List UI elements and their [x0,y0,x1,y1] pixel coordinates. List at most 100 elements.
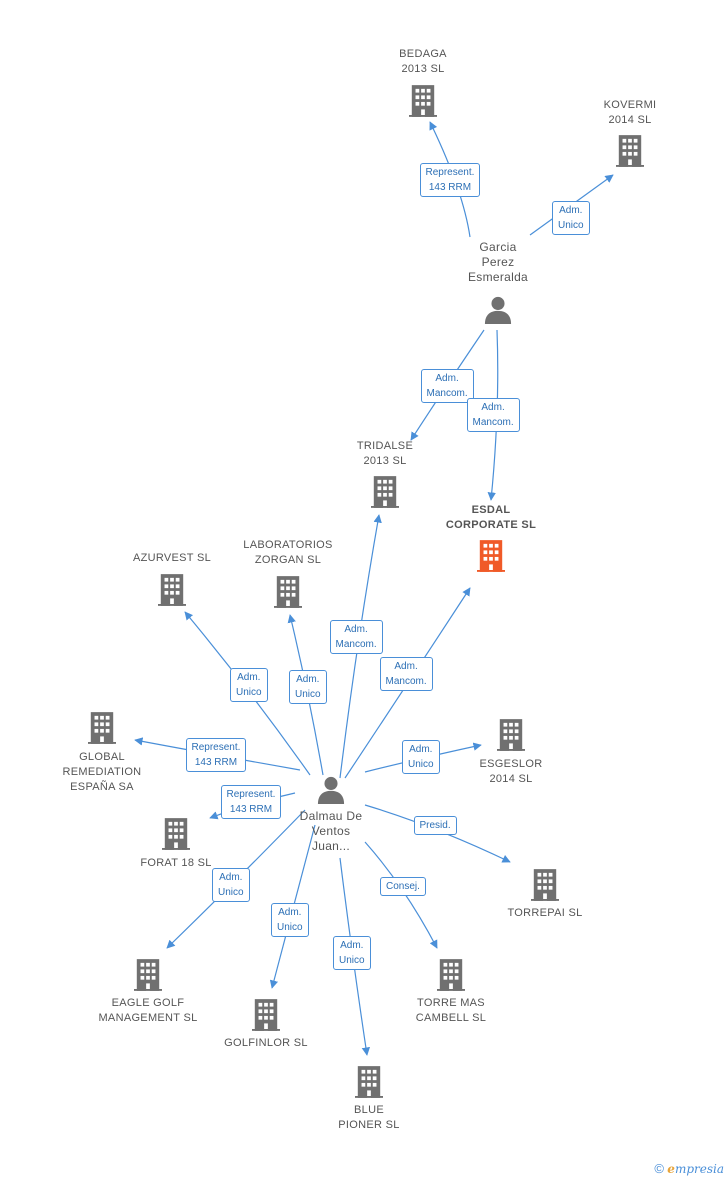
node-label-line: ESPAÑA SA [70,781,134,793]
person-icon-garcia[interactable] [484,296,512,324]
company-label-golfinlor[interactable]: GOLFINLOR SL [196,1036,336,1051]
edge-label-garcia-to-bedaga[interactable]: Represent. 143 RRM [419,163,481,197]
building-icon-torremas[interactable] [437,959,465,991]
copyright-icon: © [654,1161,664,1176]
node-label-line: BLUE [354,1104,384,1116]
building-icon-golfinlor[interactable] [252,999,280,1031]
edge-label-line: Represent. [226,789,276,800]
node-label-line: EAGLE GOLF [111,997,185,1009]
node-label-line: CAMBELL SL [415,1012,487,1024]
node-label-line: Juan... [311,839,351,853]
node-label-line: AZURVEST SL [132,552,212,564]
company-label-esdal[interactable]: ESDAL CORPORATE SL [421,503,561,533]
building-icon-bedaga[interactable] [409,85,437,117]
edge-label-dalmau-to-blue[interactable]: Adm. Unico [333,936,371,970]
node-label-line: 2014 SL [489,773,533,785]
node-label-line: BEDAGA [399,48,447,60]
node-label-line: Garcia [479,240,517,254]
edge-label-dalmau-to-tridalse[interactable]: Adm. Mancom. [329,620,383,654]
edge-label-dalmau-to-torremas[interactable]: Consej. [380,876,426,896]
company-label-kovermi[interactable]: KOVERMI 2014 SL [560,98,700,128]
building-icon-esdal[interactable] [477,540,505,572]
edge-label-line: Adm. [278,907,302,918]
company-label-torremas[interactable]: TORRE MAS CAMBELL SL [381,996,521,1026]
building-icon-forat[interactable] [162,818,190,850]
edge-label-dalmau-to-zorgan[interactable]: Adm. Unico [289,670,327,704]
edge-label-dalmau-to-golfinlor[interactable]: Adm. Unico [271,903,309,937]
edge-label-line: Represent. [191,742,241,753]
edge-label-line: Mancom. [335,639,377,650]
edge-label-line: 143 RRM [428,182,472,193]
node-label-line: CORPORATE SL [445,519,537,531]
node-label-line: Ventos [311,824,351,838]
node-label-line: 2014 SL [608,114,652,126]
node-label-line: FORAT 18 SL [140,857,212,869]
company-label-eagle[interactable]: EAGLE GOLF MANAGEMENT SL [78,996,218,1026]
brand-logo-text: mpresia [674,1162,724,1176]
building-icon-torrepai[interactable] [531,869,559,901]
edge-label-line: Adm. [481,402,505,413]
node-label-line: GOLFINLOR SL [224,1037,308,1049]
edge-label-line: Adm. [237,672,261,683]
edge-label-line: Mancom. [472,417,514,428]
building-icon-esgeslor[interactable] [497,719,525,751]
edge-label-dalmau-to-esdal[interactable]: Adm. Mancom. [379,657,433,691]
node-label-line: KOVERMI [603,99,657,111]
building-icon-zorgan[interactable] [274,576,302,608]
building-icon-global[interactable] [88,712,116,744]
company-label-esgeslor[interactable]: ESGESLOR 2014 SL [441,757,581,787]
edge-label-line: Unico [218,887,244,898]
building-icon-tridalse[interactable] [371,476,399,508]
company-label-blue[interactable]: BLUE PIONER SL [299,1103,439,1133]
edge-label-garcia-to-kovermi[interactable]: Adm. Unico [552,201,590,235]
edge-label-line: Consej. [386,880,420,892]
edge-label-line: Unico [295,689,321,700]
node-label-line: GLOBAL [79,751,125,763]
edge-label-dalmau-to-eagle[interactable]: Adm. Unico [212,868,250,902]
node-label-line: TORRE MAS [417,997,485,1009]
edge-label-line: Adm. [344,624,368,635]
node-label-line: PIONER SL [338,1119,400,1131]
building-icon-azurvest[interactable] [158,574,186,606]
company-label-forat[interactable]: FORAT 18 SL [106,856,246,871]
edge-label-line: Adm. [219,872,243,883]
edge-label-line: Unico [277,922,303,933]
node-label-line: LABORATORIOS [243,539,333,551]
edge-label-line: Adm. [340,940,364,951]
node-label-line: MANAGEMENT SL [98,1012,198,1024]
node-label-line: 2013 SL [401,63,445,75]
edge-label-dalmau-to-torrepai[interactable]: Presid. [413,815,457,835]
person-icon-dalmau[interactable] [317,776,345,804]
node-label-line: ESDAL [471,504,511,516]
company-label-azurvest[interactable]: AZURVEST SL [102,551,242,566]
edge-label-dalmau-to-esgeslor[interactable]: Adm.Unico [402,740,440,774]
edge-label-line: Unico [408,759,434,770]
node-label-line: Dalmau De [299,809,363,823]
building-icon-blue[interactable] [355,1066,383,1098]
edge-label-line: Adm. [394,661,418,672]
edge-label-dalmau-to-global[interactable]: Represent.143 RRM [185,738,247,772]
building-icon-eagle[interactable] [134,959,162,991]
edge-label-line: Mancom. [385,676,427,687]
node-label-line: 2013 SL [363,455,407,467]
edge-label-garcia-to-esdal[interactable]: Adm. Mancom. [466,398,520,432]
edge-label-dalmau-to-forat[interactable]: Represent.143 RRM [220,785,282,819]
edge-label-line: Unico [339,955,365,966]
edge-label-line: Unico [558,220,584,231]
edge-label-line: Adm. [296,674,320,685]
edge-label-line: Adm. [559,205,583,216]
company-label-bedaga[interactable]: BEDAGA 2013 SL [353,47,493,77]
building-icon-kovermi[interactable] [616,135,644,167]
edge-label-garcia-to-tridalse[interactable]: Adm.Mancom. [420,369,474,403]
edge-label-line: Represent. [425,167,475,178]
node-label-line: Esmeralda [467,270,529,284]
node-label-line: Perez [481,255,515,269]
edge-label-dalmau-to-azurvest[interactable]: Adm.Unico [230,668,268,702]
node-label-line: ESGESLOR [479,758,543,770]
company-label-torrepai[interactable]: TORREPAI SL [475,906,615,921]
